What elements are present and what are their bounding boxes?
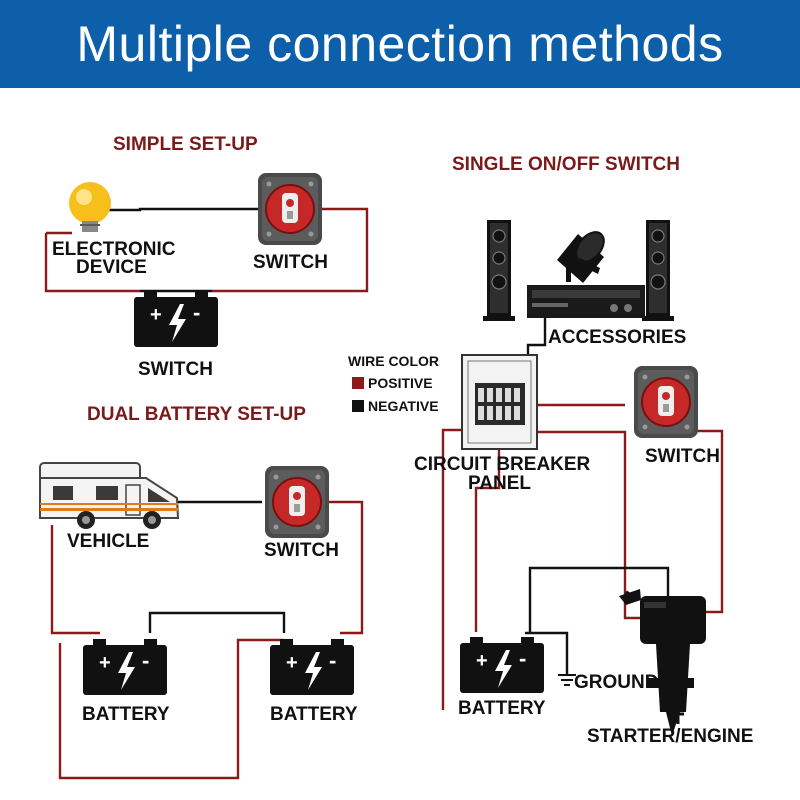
speaker-right-icon [641, 219, 675, 322]
negative-legend-label: NEGATIVE [368, 398, 439, 414]
amplifier-icon [527, 285, 645, 318]
starter-engine-label: STARTER/ENGINE [587, 726, 753, 747]
battery-2-label: BATTERY [270, 704, 358, 725]
electronic-device-label-2: DEVICE [76, 257, 147, 278]
battery-1-icon [83, 639, 167, 695]
negative-swatch [352, 400, 364, 412]
single-switch-icon [633, 365, 699, 439]
bulb-icon [69, 182, 111, 232]
ground-symbol-icon [558, 674, 576, 686]
electronic-device-label-1: ELECTRONIC [52, 239, 176, 260]
page-title: Multiple connection methods [76, 16, 724, 72]
rv-vehicle-icon [39, 462, 180, 529]
wire-color-title: WIRE COLOR [348, 353, 439, 369]
circuit-breaker-panel-icon [461, 354, 538, 450]
simple-setup-title: SIMPLE SET-UP [113, 134, 258, 155]
stage-light-icon [557, 231, 605, 283]
ground-label: GROUND [574, 672, 658, 693]
dual-switch-icon [264, 465, 330, 539]
circuit-breaker-label-1: CIRCUIT BREAKER [414, 454, 591, 475]
simple-switch-label: SWITCH [253, 252, 328, 273]
positive-legend-label: POSITIVE [368, 375, 433, 391]
accessories-label: ACCESSORIES [548, 327, 686, 348]
battery-switch-icon [257, 172, 323, 246]
outboard-engine-icon [619, 589, 706, 736]
single-switch-title: SINGLE ON/OFF SWITCH [452, 154, 680, 175]
single-battery-icon [460, 637, 544, 693]
dual-battery-title: DUAL BATTERY SET-UP [87, 404, 306, 425]
battery-2-icon [270, 639, 354, 695]
speaker-left-icon [482, 219, 516, 322]
single-battery-label: BATTERY [458, 698, 546, 719]
vehicle-label: VEHICLE [67, 531, 149, 552]
header-banner: Multiple connection methods [0, 0, 800, 88]
dual-switch-label: SWITCH [264, 540, 339, 561]
battery-icon [134, 291, 218, 347]
circuit-breaker-label-2: PANEL [468, 473, 531, 494]
simple-battery-label: SWITCH [138, 359, 213, 380]
dual-battery-wires [50, 500, 364, 780]
positive-swatch [352, 377, 364, 389]
single-switch-label: SWITCH [645, 446, 720, 467]
battery-1-label: BATTERY [82, 704, 170, 725]
